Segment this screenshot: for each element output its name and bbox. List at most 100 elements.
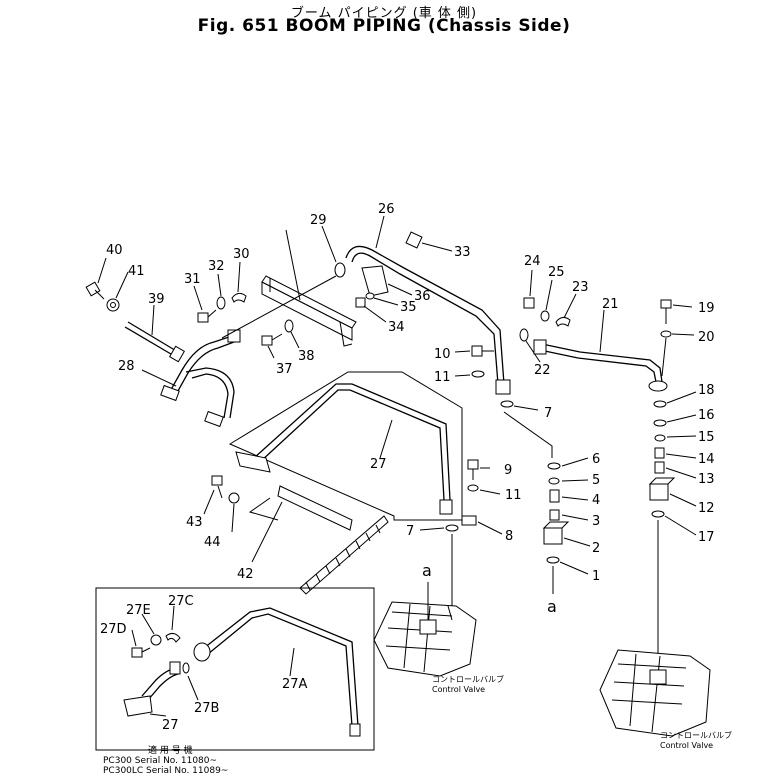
label-11-mid: 11 — [505, 488, 522, 503]
label-6: 6 — [592, 452, 600, 467]
pipe-26 — [345, 215, 511, 395]
label-2: 2 — [592, 541, 600, 556]
washer-38 — [284, 319, 300, 349]
label-40: 40 — [106, 243, 123, 258]
control-valve-left — [373, 582, 477, 677]
pipe-27-frame — [228, 371, 463, 521]
label-31: 31 — [184, 272, 201, 287]
label-37: 37 — [276, 362, 293, 377]
label-20: 20 — [698, 330, 715, 345]
bolt-40 — [85, 257, 107, 300]
washer-44 — [228, 492, 240, 533]
control-valve-left-jp: コントロールバルブ — [432, 674, 504, 684]
applicability-heading: 適 用 号 機 — [148, 746, 193, 756]
block-2 — [542, 521, 591, 547]
inset-hose-27 — [123, 661, 181, 717]
label-12: 12 — [698, 501, 715, 516]
label-22: 22 — [534, 363, 551, 378]
bolt-10 — [454, 345, 494, 357]
label-41: 41 — [128, 264, 145, 279]
o-ring-1 — [546, 556, 589, 594]
title-japanese: ブーム パイピング (車 体 側) — [290, 6, 478, 21]
label-23: 23 — [572, 280, 589, 295]
label-3: 3 — [592, 514, 600, 529]
label-27-inset: 27 — [162, 718, 179, 733]
view-marker-a-right: a — [547, 597, 557, 616]
nipple-14 — [654, 447, 697, 459]
label-5: 5 — [592, 473, 600, 488]
label-25: 25 — [548, 265, 565, 280]
label-27A: 27A — [282, 677, 308, 692]
control-valve-right-en: Control Valve — [660, 741, 713, 750]
label-43: 43 — [186, 515, 203, 530]
flange-8 — [461, 515, 503, 535]
o-ring-17 — [651, 510, 697, 660]
label-15: 15 — [698, 430, 715, 445]
label-28: 28 — [118, 359, 135, 374]
label-1: 1 — [592, 569, 600, 584]
label-29: 29 — [310, 213, 327, 228]
o-ring-7-top — [500, 400, 553, 458]
fitting-33 — [405, 231, 453, 252]
pipe-21 — [533, 309, 668, 392]
label-18: 18 — [698, 383, 715, 398]
inset-o-ring-27B — [182, 662, 199, 701]
label-7-bottom: 7 — [406, 524, 414, 539]
label-36: 36 — [414, 289, 431, 304]
washer-20 — [660, 330, 695, 377]
bolt-37 — [261, 333, 283, 359]
o-ring-6 — [547, 457, 589, 470]
bolt-24 — [523, 269, 535, 309]
view-marker-a-left: a — [422, 561, 432, 580]
bolt-19 — [660, 299, 693, 324]
label-7-top: 7 — [544, 406, 552, 421]
washer-41 — [106, 271, 129, 312]
o-ring-29 — [221, 225, 346, 339]
label-44: 44 — [204, 535, 221, 550]
hatched-hose — [299, 515, 389, 595]
clamp-23 — [555, 293, 577, 327]
plate-42 — [248, 485, 353, 563]
label-39: 39 — [148, 292, 165, 307]
label-17: 17 — [698, 530, 715, 545]
label-27: 27 — [370, 457, 387, 472]
label-38: 38 — [298, 349, 315, 364]
inset-washer-27E — [141, 613, 162, 646]
o-ring-16 — [653, 414, 697, 427]
label-11: 11 — [434, 370, 451, 385]
label-24: 24 — [524, 254, 541, 269]
o-ring-18 — [653, 391, 697, 408]
nipple-4 — [549, 489, 589, 503]
title-english: Fig. 651 BOOM PIPING (Chassis Side) — [197, 16, 571, 36]
o-ring-35 — [365, 292, 399, 306]
control-valve-left-en: Control Valve — [432, 685, 485, 694]
label-21: 21 — [602, 297, 619, 312]
bracket-frame — [261, 229, 357, 347]
label-33: 33 — [454, 245, 471, 260]
washer-32 — [216, 273, 226, 310]
label-34: 34 — [388, 320, 405, 335]
inset-pipe-27A — [193, 607, 361, 737]
washer-11-mid — [467, 484, 501, 495]
pipe-39 — [124, 304, 186, 363]
label-4: 4 — [592, 493, 600, 508]
bolt-9 — [467, 459, 490, 480]
label-13: 13 — [698, 472, 715, 487]
label-27E: 27E — [126, 603, 151, 618]
washer-25 — [540, 279, 553, 322]
label-19: 19 — [698, 301, 715, 316]
inset-bolt-27D — [131, 629, 151, 658]
o-ring-22 — [519, 328, 541, 363]
label-27B: 27B — [194, 701, 219, 716]
control-valve-right-jp: コントロールバルブ — [660, 730, 732, 740]
block-12 — [648, 477, 697, 507]
label-10: 10 — [434, 347, 451, 362]
o-ring-15 — [654, 434, 697, 442]
inset-clamp-27C — [165, 605, 181, 643]
bolt-43 — [203, 475, 223, 515]
hose-28 — [141, 329, 241, 428]
label-26: 26 — [378, 202, 395, 217]
nipple-3 — [549, 509, 589, 521]
